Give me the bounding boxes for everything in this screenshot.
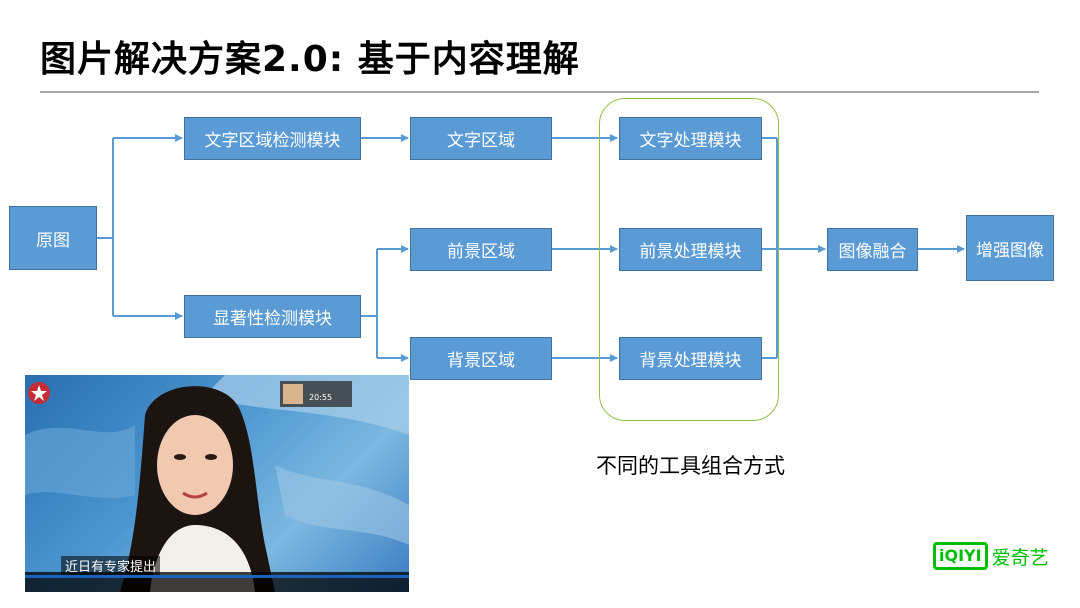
group-caption: 不同的工具组合方式: [596, 454, 785, 478]
slide-title: 图片解决方案2.0: 基于内容理解: [40, 39, 580, 80]
title-divider: [40, 91, 1039, 93]
node-text-detect: 文字区域检测模块: [184, 117, 361, 160]
node-text-region: 文字区域: [410, 117, 552, 160]
node-bg-proc: 背景处理模块: [619, 337, 762, 380]
node-saliency-detect: 显著性检测模块: [184, 295, 361, 338]
example-tv-screenshot: 20:55 近日有专家提出: [25, 375, 409, 592]
node-text-proc: 文字处理模块: [619, 117, 762, 160]
node-enhance: 增强图像: [966, 215, 1054, 281]
node-bg-region: 背景区域: [410, 337, 552, 380]
iqiyi-logo-mark: iQIYI: [933, 542, 988, 570]
iqiyi-logo-text: 爱奇艺: [991, 546, 1049, 569]
node-fusion: 图像融合: [827, 228, 918, 271]
node-source: 原图: [9, 206, 97, 270]
badge-time: 20:55: [309, 393, 333, 402]
processing-group-outline: [599, 98, 779, 421]
tv-subtitle: 近日有专家提出: [61, 556, 161, 575]
iqiyi-logo: iQIYI 爱奇艺: [933, 542, 1049, 570]
node-fg-proc: 前景处理模块: [619, 228, 762, 271]
tv-background-art: [25, 375, 409, 592]
node-fg-region: 前景区域: [410, 228, 552, 271]
